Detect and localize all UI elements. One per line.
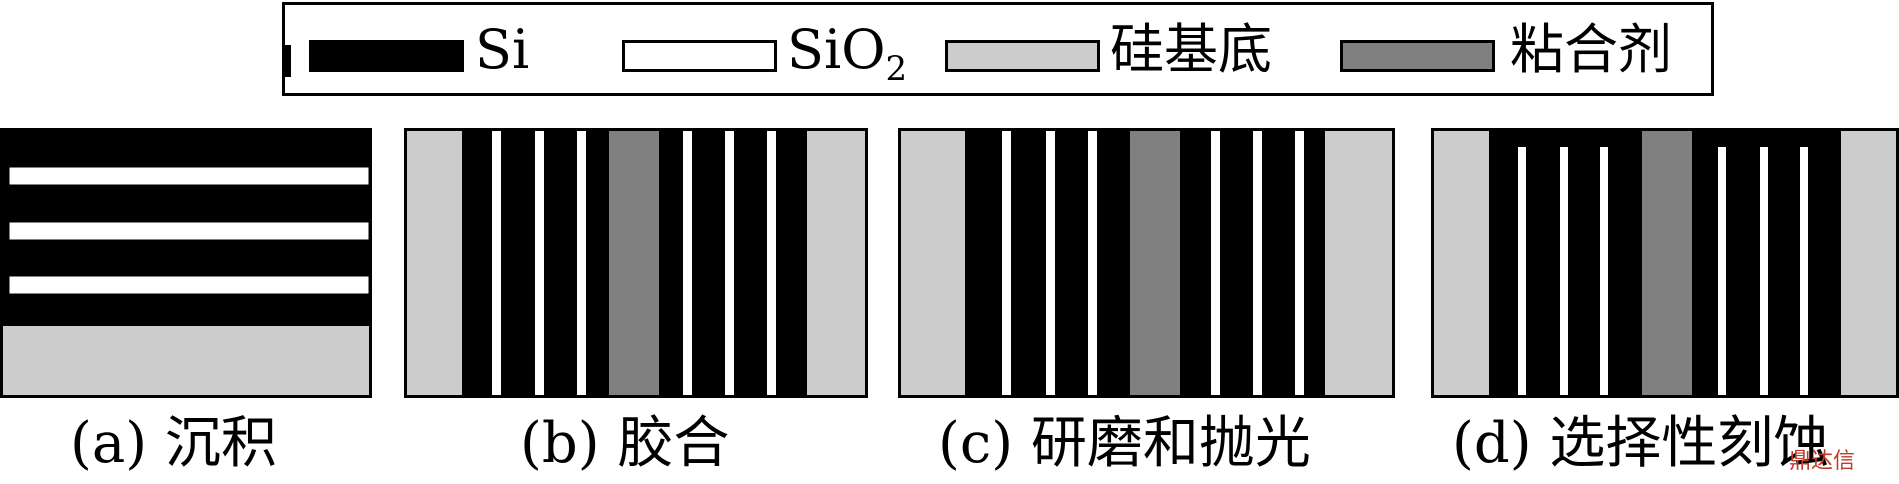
etched-groove [1800,147,1808,395]
legend-label-si: Si [475,18,530,81]
legend-swatch-si [285,45,291,77]
etched-groove [1718,147,1726,395]
sio2-layer [8,221,369,241]
etched-groove [1760,147,1768,395]
legend-swatch-substrate [945,40,1100,72]
substrate-layer [807,131,865,395]
sio2-layer [725,131,734,395]
sio2-layer [1211,131,1220,395]
etched-groove [1600,147,1608,395]
substrate-layer [1841,131,1896,395]
substrate-layer [407,131,462,395]
caption-b: (b) 胶合 [520,411,730,476]
adhesive-layer [1642,131,1692,395]
panel-c-drawing [901,131,1392,395]
legend-label-sio2-main: SiO [787,18,886,81]
adhesive-layer [1130,131,1180,395]
legend-swatch-si [309,40,464,72]
panel-a-deposition [0,128,372,398]
substrate-layer [1325,131,1392,395]
watermark: 鼎达信 [1789,449,1856,474]
caption-a: (a) 沉积 [70,411,277,476]
sio2-layer [492,131,501,395]
panel-c-grinding-polishing [898,128,1395,398]
etched-groove [1560,147,1568,395]
legend-swatch-sio2 [622,40,777,72]
panel-b-drawing [407,131,865,395]
sio2-layer [1253,131,1262,395]
sio2-layer [767,131,776,395]
sio2-layer [1295,131,1304,395]
sio2-layer [1046,131,1055,395]
sio2-layer [1088,131,1097,395]
sio2-layer [8,166,369,186]
substrate-layer [3,325,369,395]
etched-groove [1518,147,1526,395]
panel-d-drawing [1434,131,1896,395]
legend-label-substrate: 硅基底 [1110,18,1272,81]
sio2-layer [683,131,692,395]
legend-label-sio2: SiO2 [787,20,907,99]
sio2-layer [8,275,369,295]
legend-label-adhesive: 粘合剂 [1510,18,1672,81]
panel-d-selective-etching [1431,128,1899,398]
adhesive-layer [609,131,659,395]
panel-a-drawing [3,131,369,395]
sio2-layer [535,131,544,395]
caption-d: (d) 选择性刻蚀 [1452,411,1830,476]
sio2-layer [1002,131,1011,395]
sio2-layer [577,131,586,395]
panel-b-bonding [404,128,868,398]
legend-label-sio2-subscript: 2 [885,48,908,89]
legend-swatch-adhesive [1340,40,1495,72]
caption-c: (c) 研磨和抛光 [938,411,1311,476]
